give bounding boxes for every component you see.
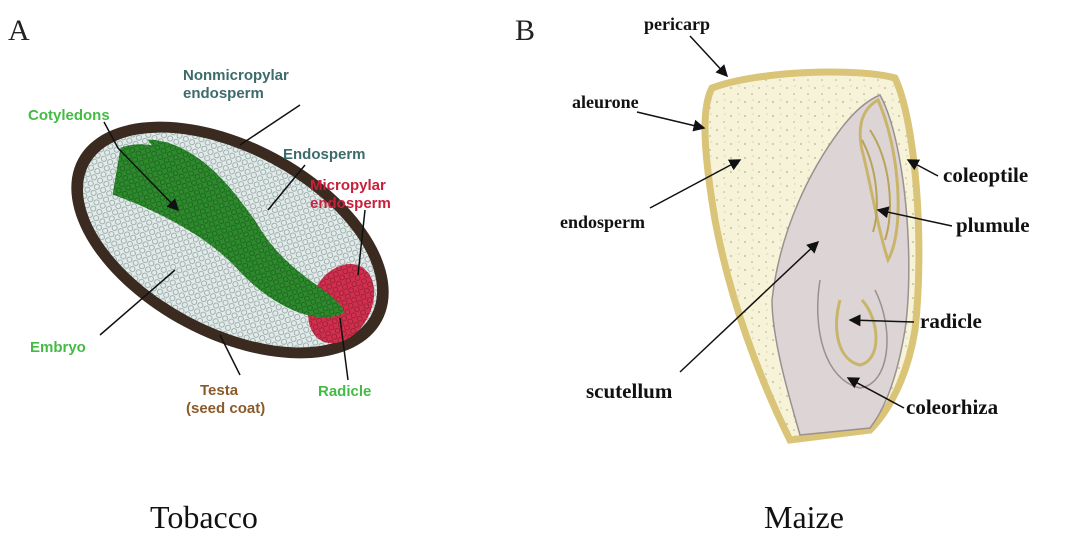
label-endosperm-maize: endosperm xyxy=(560,212,645,232)
panel-a: A Nonmicropylar endosperm Cotyledons End… xyxy=(8,14,428,533)
label-aleurone: aleurone xyxy=(572,92,639,112)
panel-a-caption: Tobacco xyxy=(150,499,258,533)
label-testa-line2: (seed coat) xyxy=(186,400,265,417)
label-cotyledons: Cotyledons xyxy=(28,107,110,124)
panel-b-letter: B xyxy=(515,14,535,47)
label-micropylar-line1: Micropylar xyxy=(310,177,386,194)
label-micropylar-line2: endosperm xyxy=(310,195,391,212)
label-radicle: Radicle xyxy=(318,383,371,400)
label-endosperm: Endosperm xyxy=(283,146,366,163)
maize-kernel-illustration xyxy=(705,72,919,440)
panel-b: B pericarp aleurone coleoptile endosperm… xyxy=(515,14,1030,533)
label-testa-line1: Testa xyxy=(200,382,239,399)
label-coleoptile: coleoptile xyxy=(943,163,1028,187)
label-coleorhiza: coleorhiza xyxy=(906,395,999,419)
label-radicle-maize: radicle xyxy=(920,309,982,333)
label-nonmicropylar-line2: endosperm xyxy=(183,85,264,102)
label-pericarp: pericarp xyxy=(644,14,710,34)
label-embryo: Embryo xyxy=(30,339,86,356)
label-scutellum: scutellum xyxy=(586,379,673,403)
panel-b-caption: Maize xyxy=(764,499,844,533)
label-plumule: plumule xyxy=(956,213,1030,237)
label-nonmicropylar-line1: Nonmicropylar xyxy=(183,67,289,84)
panel-a-letter: A xyxy=(8,14,30,47)
